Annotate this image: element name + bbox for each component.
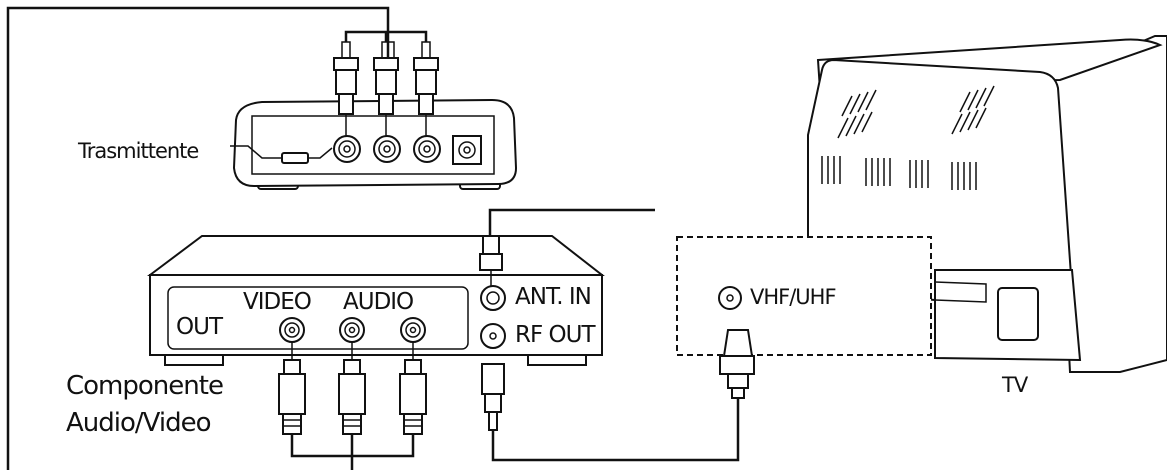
- out-label: OUT: [176, 314, 223, 340]
- av-audio-right-jack: [400, 317, 426, 343]
- transmitter-power-jack: [452, 135, 482, 165]
- video-label: VIDEO: [243, 289, 312, 315]
- ant-in-jack: [480, 285, 506, 311]
- component-label-line1: Componente: [66, 371, 224, 401]
- rf-out-plug: [481, 363, 505, 431]
- av-audio-left-jack: [339, 317, 365, 343]
- transmitter-label: Trasmittente: [78, 139, 199, 163]
- vhf-uhf-label: VHF/UHF: [750, 285, 837, 309]
- av-cable-bundle: [290, 434, 415, 470]
- component-label-line2: Audio/Video: [66, 408, 212, 438]
- av-video-jack: [279, 317, 305, 343]
- transmitter-plug-1: [333, 41, 359, 136]
- transmitter-cable-bundle: [344, 30, 428, 42]
- tv-antenna-plug: [719, 329, 755, 399]
- audio-label: AUDIO: [343, 289, 414, 315]
- rf-coax-cable: [491, 396, 740, 462]
- outer-cable: [6, 6, 390, 470]
- transmitter-jack-1: [333, 135, 361, 163]
- vhf-uhf-jack: [718, 286, 742, 310]
- transmitter-device: [230, 98, 518, 190]
- transmitter-jack-3: [413, 135, 441, 163]
- tv-set: [807, 35, 1167, 373]
- transmitter-plug-3: [413, 41, 439, 136]
- ant-in-label: ANT. IN: [515, 284, 592, 310]
- transmitter-plug-2: [373, 41, 399, 136]
- av-plug-1: [278, 342, 306, 435]
- tv-label: TV: [1002, 373, 1028, 397]
- ant-in-plug: [479, 235, 503, 286]
- av-plug-3: [399, 342, 427, 435]
- rf-out-label: RF OUT: [515, 322, 596, 348]
- transmitter-jack-2: [373, 135, 401, 163]
- rf-out-jack: [480, 323, 506, 349]
- av-plug-2: [338, 342, 366, 435]
- antenna-cable: [488, 208, 655, 236]
